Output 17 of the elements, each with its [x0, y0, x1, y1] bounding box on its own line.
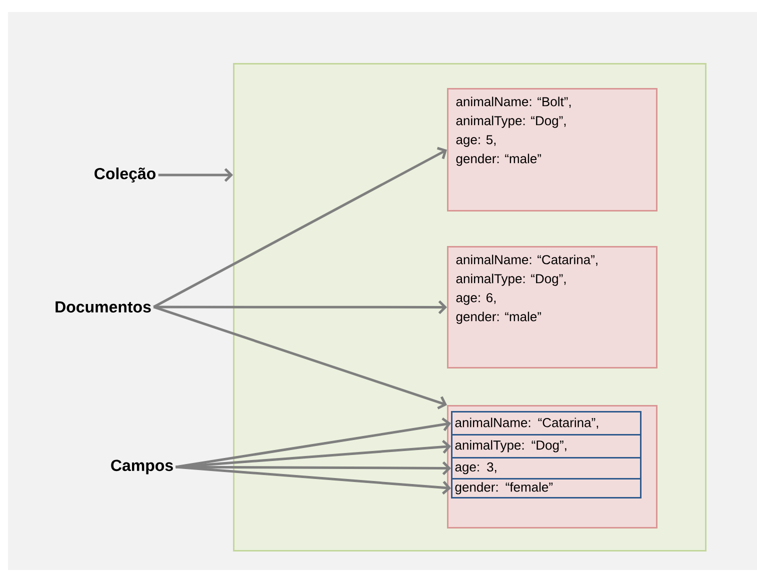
arrow — [153, 146, 447, 308]
field-box: animalName: “Catarina”, — [451, 411, 642, 436]
arrow — [176, 466, 451, 495]
arrow — [158, 168, 233, 182]
field-box: gender: “female” — [451, 478, 642, 498]
document-box: animalName: “Catarina”, animalType: “Dog”, age: 6, gender: “male” — [447, 246, 658, 368]
label-text: Coleção — [94, 168, 156, 182]
field-box: age: 3, — [451, 457, 642, 480]
document-box — [447, 405, 658, 528]
field-box: animalType: “Dog”, — [451, 434, 642, 458]
arrow — [153, 306, 447, 410]
document-box: animalName: “Bolt”, animalType: “Dog”, age: 5, gender: “male” — [447, 88, 658, 212]
arrow — [176, 461, 451, 476]
arrow — [154, 300, 447, 314]
label-text: Documentos — [56, 301, 151, 313]
arrow — [176, 440, 451, 468]
label-text: Campos — [111, 460, 173, 474]
